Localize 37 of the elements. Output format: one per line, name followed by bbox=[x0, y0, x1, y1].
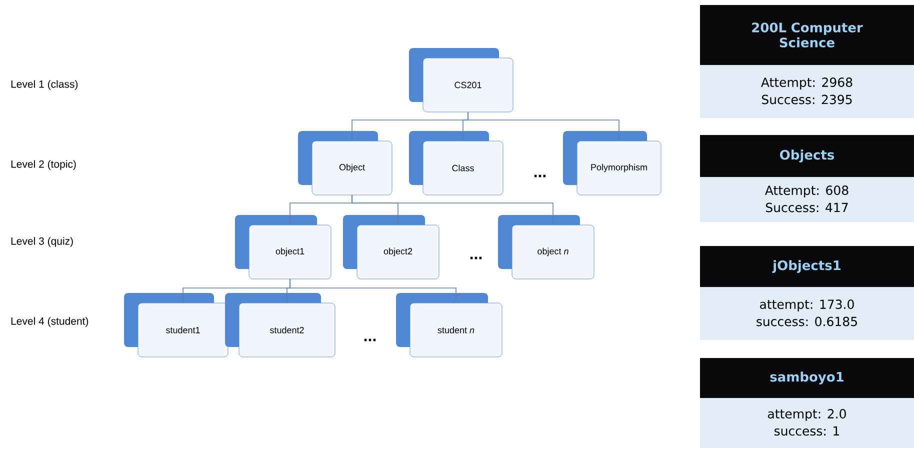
card-stat: attempt: 173.0 bbox=[760, 300, 854, 312]
class-box: CS201 bbox=[409, 48, 514, 112]
card-heading: samboyo1 bbox=[770, 372, 844, 384]
level-label: Level 1 (class) bbox=[11, 80, 78, 90]
card-stat: Attempt: 2968 bbox=[761, 78, 852, 90]
card-stat: success: 0.6185 bbox=[756, 316, 857, 326]
node-label: student1 bbox=[166, 326, 200, 334]
topic-box: Polymorphism bbox=[563, 131, 662, 196]
level-label: Level 2 (topic) bbox=[11, 160, 76, 170]
card-heading: Objects bbox=[780, 150, 834, 162]
ellipsis: ... bbox=[534, 174, 546, 178]
tooltip-card bbox=[700, 358, 914, 448]
connector-line bbox=[468, 112, 620, 142]
quiz-box: object2 bbox=[343, 215, 440, 280]
card-stat: success: 1 bbox=[774, 426, 840, 436]
tooltip-card bbox=[700, 5, 914, 118]
connector-line bbox=[290, 278, 456, 304]
card-stat: Success: 2395 bbox=[762, 94, 852, 104]
ellipsis: ... bbox=[364, 338, 376, 342]
topic-box: Class bbox=[409, 131, 504, 196]
student-box: student n bbox=[396, 293, 502, 358]
card-heading: jObjects1 bbox=[772, 260, 840, 273]
card-stat: Success: 417 bbox=[766, 202, 848, 212]
ellipsis: ... bbox=[470, 256, 482, 260]
card-stat: attempt: 2.0 bbox=[768, 409, 846, 421]
level-label: Level 4 (student) bbox=[11, 317, 88, 327]
topic-box: Object bbox=[298, 131, 392, 196]
quiz-box: object1 bbox=[235, 215, 332, 280]
quiz-box: object n bbox=[498, 215, 594, 280]
level-label: Level 3 (quiz) bbox=[11, 237, 73, 247]
student-box: student1 bbox=[124, 293, 228, 358]
tooltip-card bbox=[700, 135, 914, 222]
connector-line bbox=[352, 194, 554, 226]
tooltip-card bbox=[700, 246, 914, 340]
student-box: student2 bbox=[225, 293, 336, 358]
card-heading: 200L Computer Science bbox=[752, 22, 863, 48]
card-stat: Attempt: 608 bbox=[765, 186, 848, 198]
